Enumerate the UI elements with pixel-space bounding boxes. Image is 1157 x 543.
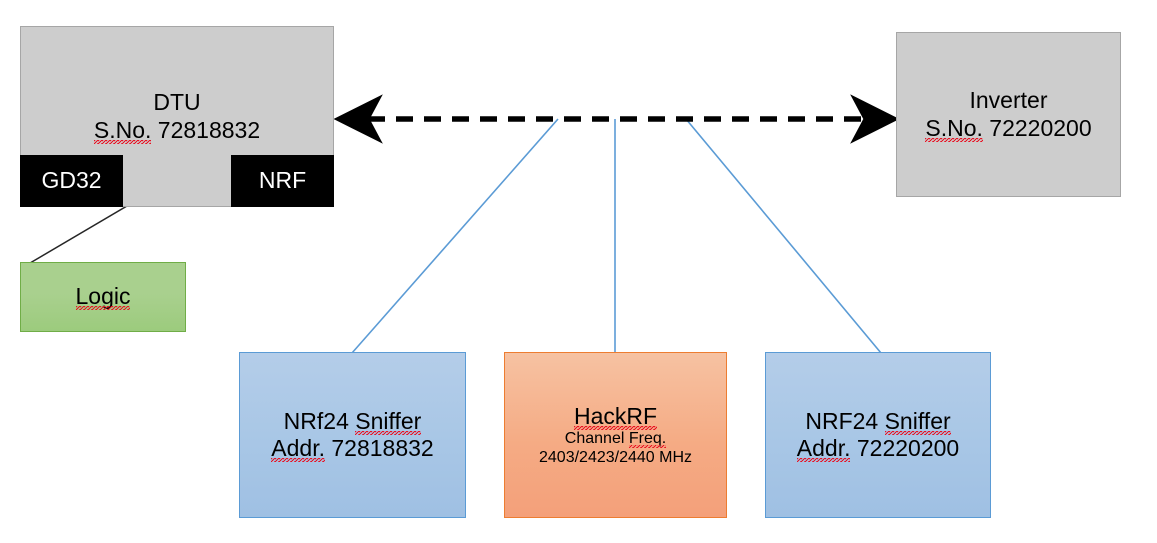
sniffer-right-addr-value: 72220200 xyxy=(850,435,960,461)
sniffer-right-line1: NRF24 Sniffer xyxy=(805,408,950,435)
sniffer-right-line1-flagged: Sniffer xyxy=(884,407,951,434)
sniffer-right-line2: Addr. 72220200 xyxy=(797,435,959,462)
dtu-serial-value: 72818832 xyxy=(151,116,261,143)
dtu-title: DTU xyxy=(153,89,201,116)
dtu-serial-prefix: S.No. xyxy=(93,116,152,143)
node-sniffer-right[interactable]: NRF24 Sniffer Addr. 72220200 xyxy=(765,352,991,518)
hackrf-channel-plain: Channel xyxy=(564,429,629,447)
inverter-serial-prefix: S.No. xyxy=(925,114,983,141)
gd32-label: GD32 xyxy=(41,167,102,194)
node-logic[interactable]: Logic xyxy=(20,262,186,332)
sniffer-left-line2: Addr. 72818832 xyxy=(271,435,433,462)
connector-sniffer-right-tap xyxy=(685,118,882,354)
sniffer-right-addr-label: Addr. xyxy=(796,435,851,461)
inverter-title: Inverter xyxy=(969,87,1048,114)
hackrf-frequencies: 2403/2423/2440 MHz xyxy=(539,448,692,466)
hackrf-title: HackRF xyxy=(574,403,657,430)
sniffer-right-line1-plain: NRF24 xyxy=(805,407,885,434)
connector-sniffer-left-tap xyxy=(351,118,559,354)
hackrf-channel-label: Channel Freq. xyxy=(565,430,666,449)
hackrf-title-text: HackRF xyxy=(573,402,658,429)
sniffer-left-addr-label: Addr. xyxy=(271,435,325,461)
sniffer-left-addr-value: 72818832 xyxy=(324,435,434,461)
hackrf-freq-flagged: Freq. xyxy=(628,429,667,447)
sniffer-left-line1: NRf24 Sniffer xyxy=(284,408,422,435)
node-nrf[interactable]: NRF xyxy=(231,155,334,207)
node-sniffer-left[interactable]: NRf24 Sniffer Addr. 72818832 xyxy=(239,352,466,518)
dtu-serial: S.No. 72818832 xyxy=(94,117,260,144)
logic-label-text: Logic xyxy=(75,283,131,310)
nrf-label: NRF xyxy=(258,167,307,194)
logic-label: Logic xyxy=(76,283,131,310)
sniffer-left-line1-flagged: Sniffer xyxy=(355,407,422,434)
node-inverter[interactable]: Inverter S.No. 72220200 xyxy=(896,32,1121,197)
node-hackrf[interactable]: HackRF Channel Freq. 2403/2423/2440 MHz xyxy=(504,352,727,518)
inverter-serial-value: 72220200 xyxy=(982,114,1092,141)
inverter-serial: S.No. 72220200 xyxy=(925,115,1091,142)
node-gd32[interactable]: GD32 xyxy=(20,155,123,207)
sniffer-left-line1-plain: NRf24 xyxy=(283,407,356,434)
